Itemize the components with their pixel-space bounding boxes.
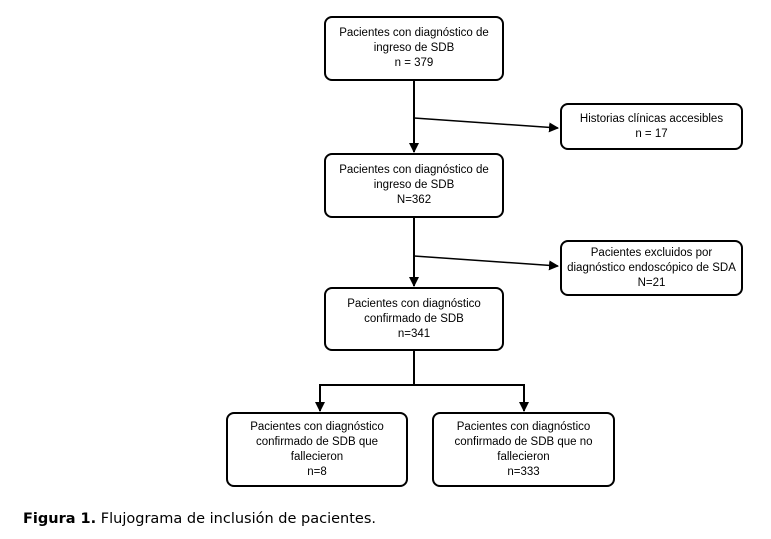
box-confirmed-line2: confirmado de SDB <box>364 312 464 325</box>
box-survived: Pacientes con diagnóstico confirmado de … <box>432 412 615 487</box>
figure-caption-label: Figura 1. <box>23 511 97 527</box>
box-deceased-line4: n=8 <box>307 465 327 478</box>
box-start-line1: Pacientes con diagnóstico de <box>339 27 489 39</box>
figure-caption: Figura 1. Flujograma de inclusión de pac… <box>23 511 376 527</box>
box-excluded-endoscopy: Pacientes excluidos por diagnóstico endo… <box>560 240 743 296</box>
box-after-records-line3: N=362 <box>396 194 432 206</box>
box-survived-line1: Pacientes con diagnóstico <box>456 420 591 433</box>
box-excluded-endoscopy-line2: diagnóstico endoscópico de SDA <box>567 261 736 274</box>
arrow-to-excluded-records <box>413 117 559 133</box>
box-excluded-endoscopy-line3: N=21 <box>637 276 666 289</box>
box-confirmed: Pacientes con diagnóstico confirmado de … <box>324 287 504 351</box>
box-start-line2: ingreso de SDB <box>373 42 455 54</box>
box-excluded-records-line1: Historias clínicas accesibles <box>579 112 724 125</box>
box-survived-line4: n=333 <box>507 465 540 478</box>
box-deceased-line1: Pacientes con diagnóstico <box>250 420 384 433</box>
arrow-to-excluded-endoscopy <box>413 255 559 271</box>
box-excluded-endoscopy-line1: Pacientes excluidos por <box>590 246 713 259</box>
box-survived-line3: fallecieron <box>497 450 550 463</box>
box-confirmed-line1: Pacientes con diagnóstico <box>347 297 481 310</box>
box-after-records-line1: Pacientes con diagnóstico de <box>339 164 489 176</box>
box-deceased-line3: fallecieron <box>290 450 344 463</box>
box-after-records: Pacientes con diagnóstico de ingreso de … <box>324 153 504 218</box>
box-confirmed-line3: n=341 <box>397 327 431 340</box>
figure-caption-text: Flujograma de inclusión de pacientes. <box>100 511 377 527</box>
box-excluded-records-line2: n = 17 <box>635 127 668 140</box>
box-after-records-line2: ingreso de SDB <box>373 179 455 191</box>
box-deceased: Pacientes con diagnóstico confirmado de … <box>226 412 408 487</box>
box-excluded-records: Historias clínicas accesibles n = 17 <box>560 103 743 150</box>
box-survived-line2: confirmado de SDB que no <box>454 435 593 448</box>
box-start-line3: n = 379 <box>394 57 434 69</box>
box-deceased-line2: confirmado de SDB que <box>255 435 379 448</box>
box-start: Pacientes con diagnóstico de ingreso de … <box>324 16 504 81</box>
